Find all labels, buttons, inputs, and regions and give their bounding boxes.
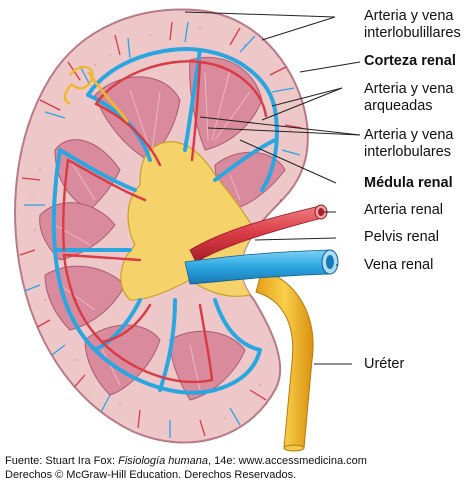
label-ureter: Uréter xyxy=(364,356,405,372)
arcuate-arteries xyxy=(62,60,268,384)
caption-prefix: Fuente: Stuart Ira Fox: xyxy=(5,455,119,467)
label-pelvis-renal: Pelvis renal xyxy=(364,229,439,245)
label-corteza-renal: Corteza renal xyxy=(364,53,456,69)
source-caption: Fuente: Stuart Ira Fox: Fisiología human… xyxy=(5,455,367,468)
leader-lines xyxy=(184,11,361,365)
renal-vein xyxy=(184,249,339,285)
caption-suffix: , 14e: www.accessmedicina.com xyxy=(208,455,367,467)
label-vena-renal: Vena renal xyxy=(364,257,434,273)
renal-artery xyxy=(189,204,328,263)
ureter-tube xyxy=(255,269,314,452)
label-medula-renal: Médula renal xyxy=(364,175,453,191)
rights-caption: Derechos © McGraw-Hill Education. Derech… xyxy=(5,469,297,481)
label-arteria-vena-interlobulares: Arteria y vena interlobulares xyxy=(364,127,454,160)
caption-book-title: Fisiología humana xyxy=(118,455,208,467)
label-arteria-vena-interlobulillares: Arteria y vena interlobulillares xyxy=(364,8,461,41)
label-arteria-renal: Arteria renal xyxy=(364,202,443,218)
nephron-loop xyxy=(63,65,129,123)
label-arteria-vena-arqueadas: Arteria y vena arqueadas xyxy=(364,81,454,114)
